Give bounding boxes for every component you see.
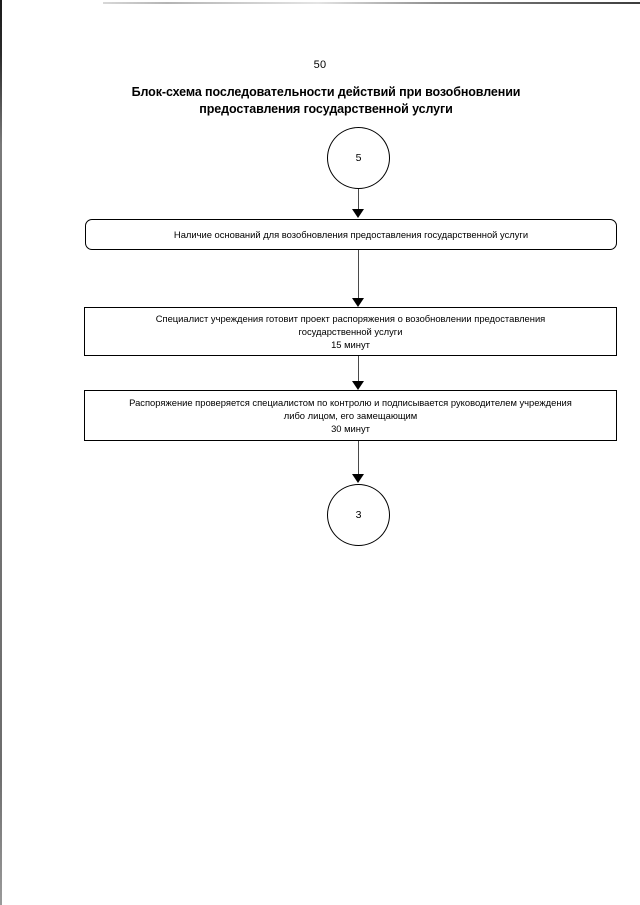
flowchart-node-draft-order-duration: 15 минут: [331, 339, 370, 350]
flowchart-node-start-connector: 5: [327, 127, 390, 189]
flowchart-node-draft-order-text: Специалист учреждения готовит проект рас…: [95, 312, 606, 351]
flowchart-connector-4: [358, 441, 359, 476]
flowchart-node-check-sign-line-2: либо лицом, его замещающим: [283, 410, 418, 421]
flowchart-arrowhead-3-icon: [352, 381, 364, 390]
flowchart-node-check-sign-text: Распоряжение проверяется специалистом по…: [95, 396, 606, 435]
flowchart-arrowhead-4-icon: [352, 474, 364, 483]
flowchart-connector-3: [358, 356, 359, 383]
flowchart-node-grounds: Наличие оснований для возобновления пред…: [85, 219, 617, 250]
scan-edge-left: [0, 0, 2, 905]
flowchart-node-check-sign: Распоряжение проверяется специалистом по…: [84, 390, 617, 441]
flowchart-arrowhead-2-icon: [352, 298, 364, 307]
flowchart-node-draft-order: Специалист учреждения готовит проект рас…: [84, 307, 617, 356]
scan-edge-top: [103, 2, 640, 4]
flowchart-connector-1: [358, 189, 359, 211]
flowchart-node-start-connector-label: 5: [355, 152, 362, 164]
flowchart-node-check-sign-line-1: Распоряжение проверяется специалистом по…: [129, 397, 572, 408]
page-number: 50: [313, 59, 327, 71]
page-title-line-2: предоставления государственной услуги: [199, 101, 453, 116]
flowchart-node-end-connector: 3: [327, 484, 390, 546]
page-title-line-1: Блок-схема последовательности действий п…: [131, 85, 521, 99]
flowchart-connector-2: [358, 250, 359, 300]
flowchart-node-draft-order-line-1: Специалист учреждения готовит проект рас…: [155, 313, 546, 324]
flowchart-node-end-connector-label: 3: [355, 509, 362, 521]
flowchart-arrowhead-1-icon: [352, 209, 364, 218]
flowchart-node-draft-order-line-2: государственной услуги: [298, 326, 403, 337]
page-title: Блок-схема последовательности действий п…: [100, 84, 552, 117]
flowchart-node-grounds-line-1: Наличие оснований для возобновления пред…: [173, 229, 529, 240]
flowchart-node-check-sign-duration: 30 минут: [331, 423, 370, 434]
